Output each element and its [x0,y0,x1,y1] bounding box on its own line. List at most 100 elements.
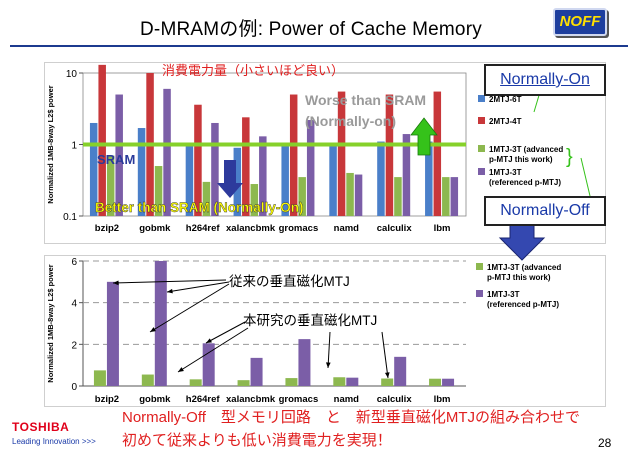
legend-swatch [476,263,483,270]
pointer-line-5 [327,331,331,369]
pointer-arrowhead-1 [167,288,173,294]
power-caption: 消費電力量（小さいほど良い） [162,63,344,78]
x-tick-label: calculix [377,223,413,234]
bar-calculix-s1 [394,356,407,386]
bar-xalancbmk-s0 [233,147,242,216]
x-tick-label: calculix [377,394,413,405]
pointer-arrowhead-5 [325,362,331,368]
legend-swatch [476,290,483,297]
bar-bzip2-s0 [93,370,106,386]
pointer-line-1 [166,281,230,293]
x-tick-label: xalancbmk [226,394,276,405]
pointer-arrowhead-3 [206,338,212,343]
better-than-sram-label: Better than SRAM (Normally-On) [95,200,304,215]
bar-gobmk-s3 [163,88,171,216]
normally-on-sublabel: (Normally-on) [305,113,396,129]
title-divider [10,45,628,47]
legend-label: 1MTJ-3T(referenced p-MTJ) [487,290,559,309]
bar-calculix-s1 [385,94,394,216]
bar-gromacs-s1 [298,339,311,386]
x-tick-label: namd [334,394,360,405]
pointer-line-6 [381,331,389,379]
bar-bzip2-s1 [98,64,106,216]
bar-xalancbmk-s2 [250,184,259,216]
bar-bzip2-s1 [106,281,119,386]
bar-calculix-s3 [402,134,411,216]
bar-h264ref-s3 [211,122,219,216]
bar-namd-s1 [337,91,346,216]
x-tick-label: namd [334,223,360,234]
pointer-arrowhead-4 [178,367,184,372]
bar-h264ref-s2 [202,181,211,216]
bar-namd-s0 [333,377,346,386]
bar-bzip2-s3 [115,94,123,216]
bar-gromacs-s0 [281,144,289,216]
pointer-arrowhead-6 [384,372,390,378]
legend-swatch [478,145,485,152]
legend-label: 2MTJ-4T [489,117,522,126]
y-tick-label: 1 [71,141,77,152]
x-tick-label: h264ref [186,394,221,405]
x-tick-label: lbm [434,394,451,405]
bar-calculix-s0 [377,141,385,216]
y-tick-label: 10 [66,69,78,80]
x-tick-label: gobmk [139,394,171,405]
x-tick-label: xalancbmk [226,223,276,234]
page-number: 28 [598,436,612,450]
bar-h264ref-s1 [194,104,202,216]
normally-off-callout: Normally-Off [484,196,606,226]
x-tick-label: bzip2 [95,394,119,405]
y-axis-label: Normalized 1MB-8way L2$ power [46,264,55,382]
bar-gobmk-s2 [154,166,163,216]
normally-off-connector [580,157,591,197]
y-tick-label: 4 [71,299,77,310]
bottom-chart-panel [44,255,606,407]
pointer-line-2 [149,283,230,333]
bar-xalancbmk-s3 [259,136,267,216]
bar-lbm-s1 [442,378,455,386]
right-down-arrow [498,221,546,261]
bar-calculix-s2 [394,177,402,216]
bar-calculix-s0 [381,378,394,386]
pointer-line-0 [112,279,227,284]
bar-xalancbmk-s1 [250,357,263,386]
worse-than-sram-label: Worse than SRAM [305,92,426,108]
legend-label: 1MTJ-3T(referenced p-MTJ) [489,168,561,187]
legend-label: 2MTJ-6T [489,95,522,104]
noff-logo: NOFF [553,8,607,36]
y-tick-label: 0 [71,382,77,393]
page-title: D-MRAMの例: Power of Cache Memory [140,19,482,40]
pointer-line-3 [205,321,246,344]
better-down-arrow [217,160,243,198]
bar-lbm-s1 [433,91,442,216]
x-tick-label: h264ref [186,223,221,234]
x-tick-label: gromacs [279,223,319,234]
proposed-mtj-label: 本研究の垂直磁化MTJ [243,313,377,328]
x-tick-label: gobmk [139,223,171,234]
bar-lbm-s3 [450,177,459,216]
bar-lbm-s2 [442,177,450,216]
x-tick-label: bzip2 [95,223,119,234]
bar-xalancbmk-s0 [237,380,250,386]
bar-gobmk-s0 [141,374,154,386]
bar-namd-s3 [354,174,363,216]
bar-gromacs-s3 [306,120,315,216]
y-axis-label: Normalized 1MB-8way L2$ power [46,85,55,203]
pointer-arrowhead-2 [150,327,156,332]
y-tick-label: 6 [71,257,77,268]
bar-gobmk-s0 [137,128,146,216]
pointer-line-4 [177,327,249,373]
y-tick-label: 2 [71,340,77,351]
conventional-mtj-label: 従来の垂直磁化MTJ [229,274,350,289]
legend-brace: } [566,146,573,168]
bar-gobmk-s1 [154,261,167,386]
bar-lbm-s0 [425,141,433,216]
bar-gromacs-s1 [289,94,298,216]
conclusion-line-1: Normally-Off 型メモリ回路 と 新型垂直磁化MTJの組み合わせで [122,409,581,426]
legend-swatch [478,95,485,102]
bar-namd-s1 [346,377,359,386]
x-tick-label: gromacs [279,394,319,405]
